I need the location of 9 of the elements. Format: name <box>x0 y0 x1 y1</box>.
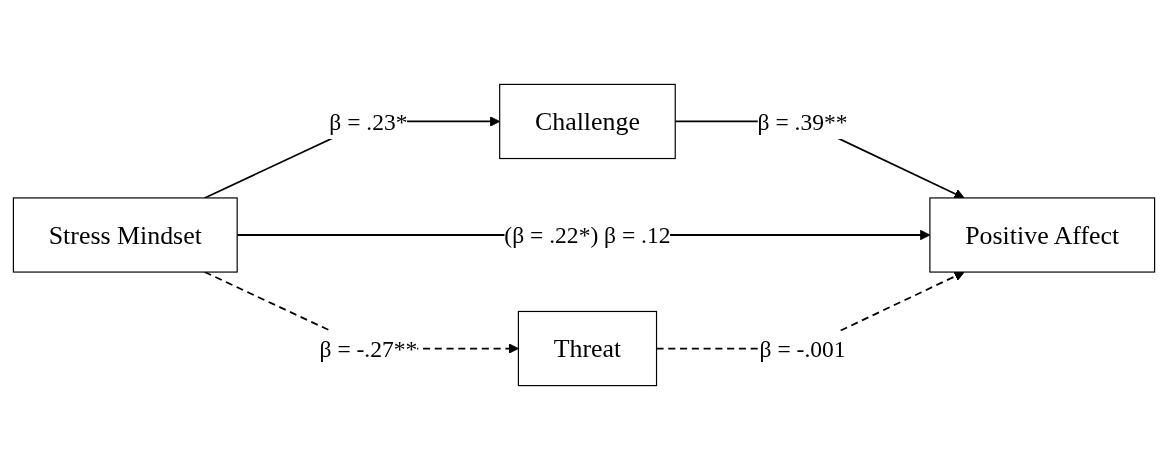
node-box: Challenge <box>499 83 676 160</box>
edge-label: β = .39** <box>757 108 848 135</box>
node-box: Threat <box>517 310 658 387</box>
node-box: Positive Affect <box>929 197 1156 273</box>
edge-label: β = -.27** <box>319 335 418 362</box>
edge-label: β = .23* <box>329 108 408 135</box>
node-box: Stress Mindset <box>12 197 238 273</box>
edge-label: β = -.001 <box>759 335 846 362</box>
edge-label: (β = .22*) β = .12 <box>504 222 671 248</box>
